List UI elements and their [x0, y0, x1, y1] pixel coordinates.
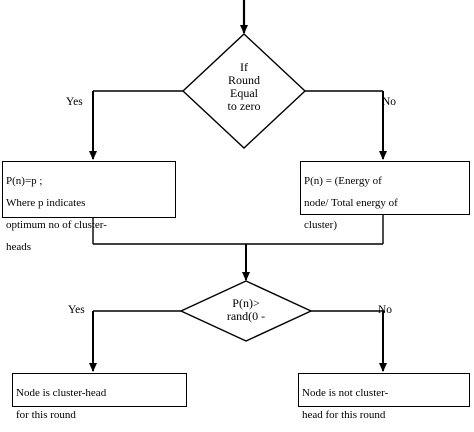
box-line: heads — [6, 241, 32, 253]
decision1-text: If Round Equal to zero — [204, 61, 284, 113]
box-line: Where p indicates — [6, 197, 86, 209]
box-line: for this round — [16, 409, 76, 421]
not-cluster-head-result-box: Node is not cluster- head for this round — [298, 373, 470, 421]
decision1-line: to zero — [227, 99, 261, 113]
box-line: Node is not cluster- — [302, 387, 389, 399]
decision2-yes-label: Yes — [68, 304, 85, 316]
decision2-diamond — [179, 280, 313, 342]
box-line: node/ Total energy of — [304, 197, 398, 209]
box-line: P(n) = (Energy of — [304, 175, 382, 187]
energy-probability-box: P(n) = (Energy of node/ Total energy of … — [300, 161, 470, 231]
decision1-line: If — [240, 60, 248, 74]
cluster-head-probability-box: P(n)=p ; Where p indicates optimum no of… — [2, 161, 176, 253]
box-line: optimum no of cluster- — [6, 219, 107, 231]
decision2-no-label: No — [378, 304, 393, 316]
box-line: P(n)=p ; — [6, 175, 43, 187]
cluster-head-result-box: Node is cluster-head for this round — [12, 373, 187, 421]
decision2-line: P(n)> — [232, 296, 260, 310]
decision1-no-label: No — [382, 96, 397, 108]
box-line: head for this round — [302, 409, 386, 421]
decision1-line: Round — [227, 73, 260, 87]
decision1-diamond — [181, 33, 307, 149]
box-line: Node is cluster-head — [16, 387, 107, 399]
decision2-text: P(n)> rand(0 - — [211, 297, 281, 323]
box-line: cluster) — [304, 219, 337, 231]
flowchart-connectors — [89, 0, 387, 372]
decision1-line: Equal — [230, 86, 258, 100]
flowchart: If Round Equal to zero Yes No P(n)=p ; W… — [2, 0, 470, 421]
decision2-line: rand(0 - — [226, 309, 266, 323]
decision1-yes-label: Yes — [66, 96, 83, 108]
